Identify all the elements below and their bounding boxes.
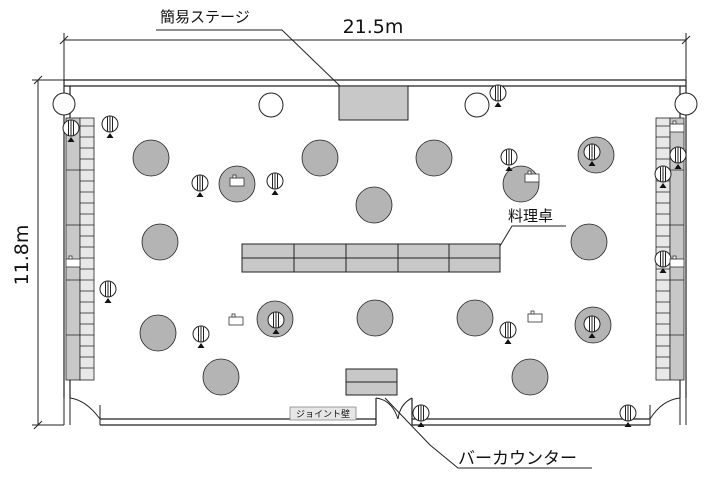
round-table [456,299,494,337]
height-dimension-label: 11.8m [11,225,33,286]
stage-label: 簡易ステージ [160,8,250,26]
round-table [301,139,339,177]
stage-callout: 簡易ステージ [156,8,341,87]
pillar-icon [52,92,698,116]
bar-counter-label: バーカウンター [458,449,577,469]
round-table [415,139,453,177]
round-table [202,358,240,396]
joint-wall-label: ジョイント壁 [296,408,350,420]
door-swing-icon [63,397,687,425]
round-table [132,139,170,177]
bar-counter [345,368,398,396]
round-table [141,223,179,261]
width-dimension-label: 21.5m [343,16,404,38]
empty-table-spots [258,92,490,118]
round-table [511,358,549,396]
cooking-table-callout: 料理卓 [499,207,566,247]
round-table [356,299,394,337]
bar-counter-callout: バーカウンター [384,397,592,469]
height-dimension: 11.8m [11,75,64,430]
stage [338,85,409,121]
round-table [139,314,177,352]
cooking-table [241,243,501,273]
round-table [570,223,608,261]
right-seating [655,117,685,381]
cooking-table-label: 料理卓 [508,207,553,225]
width-dimension: 21.5m [59,16,691,80]
left-seating [65,117,95,381]
joint-wall: ジョイント壁 [289,406,357,421]
round-table [502,165,540,203]
round-table [355,186,393,224]
